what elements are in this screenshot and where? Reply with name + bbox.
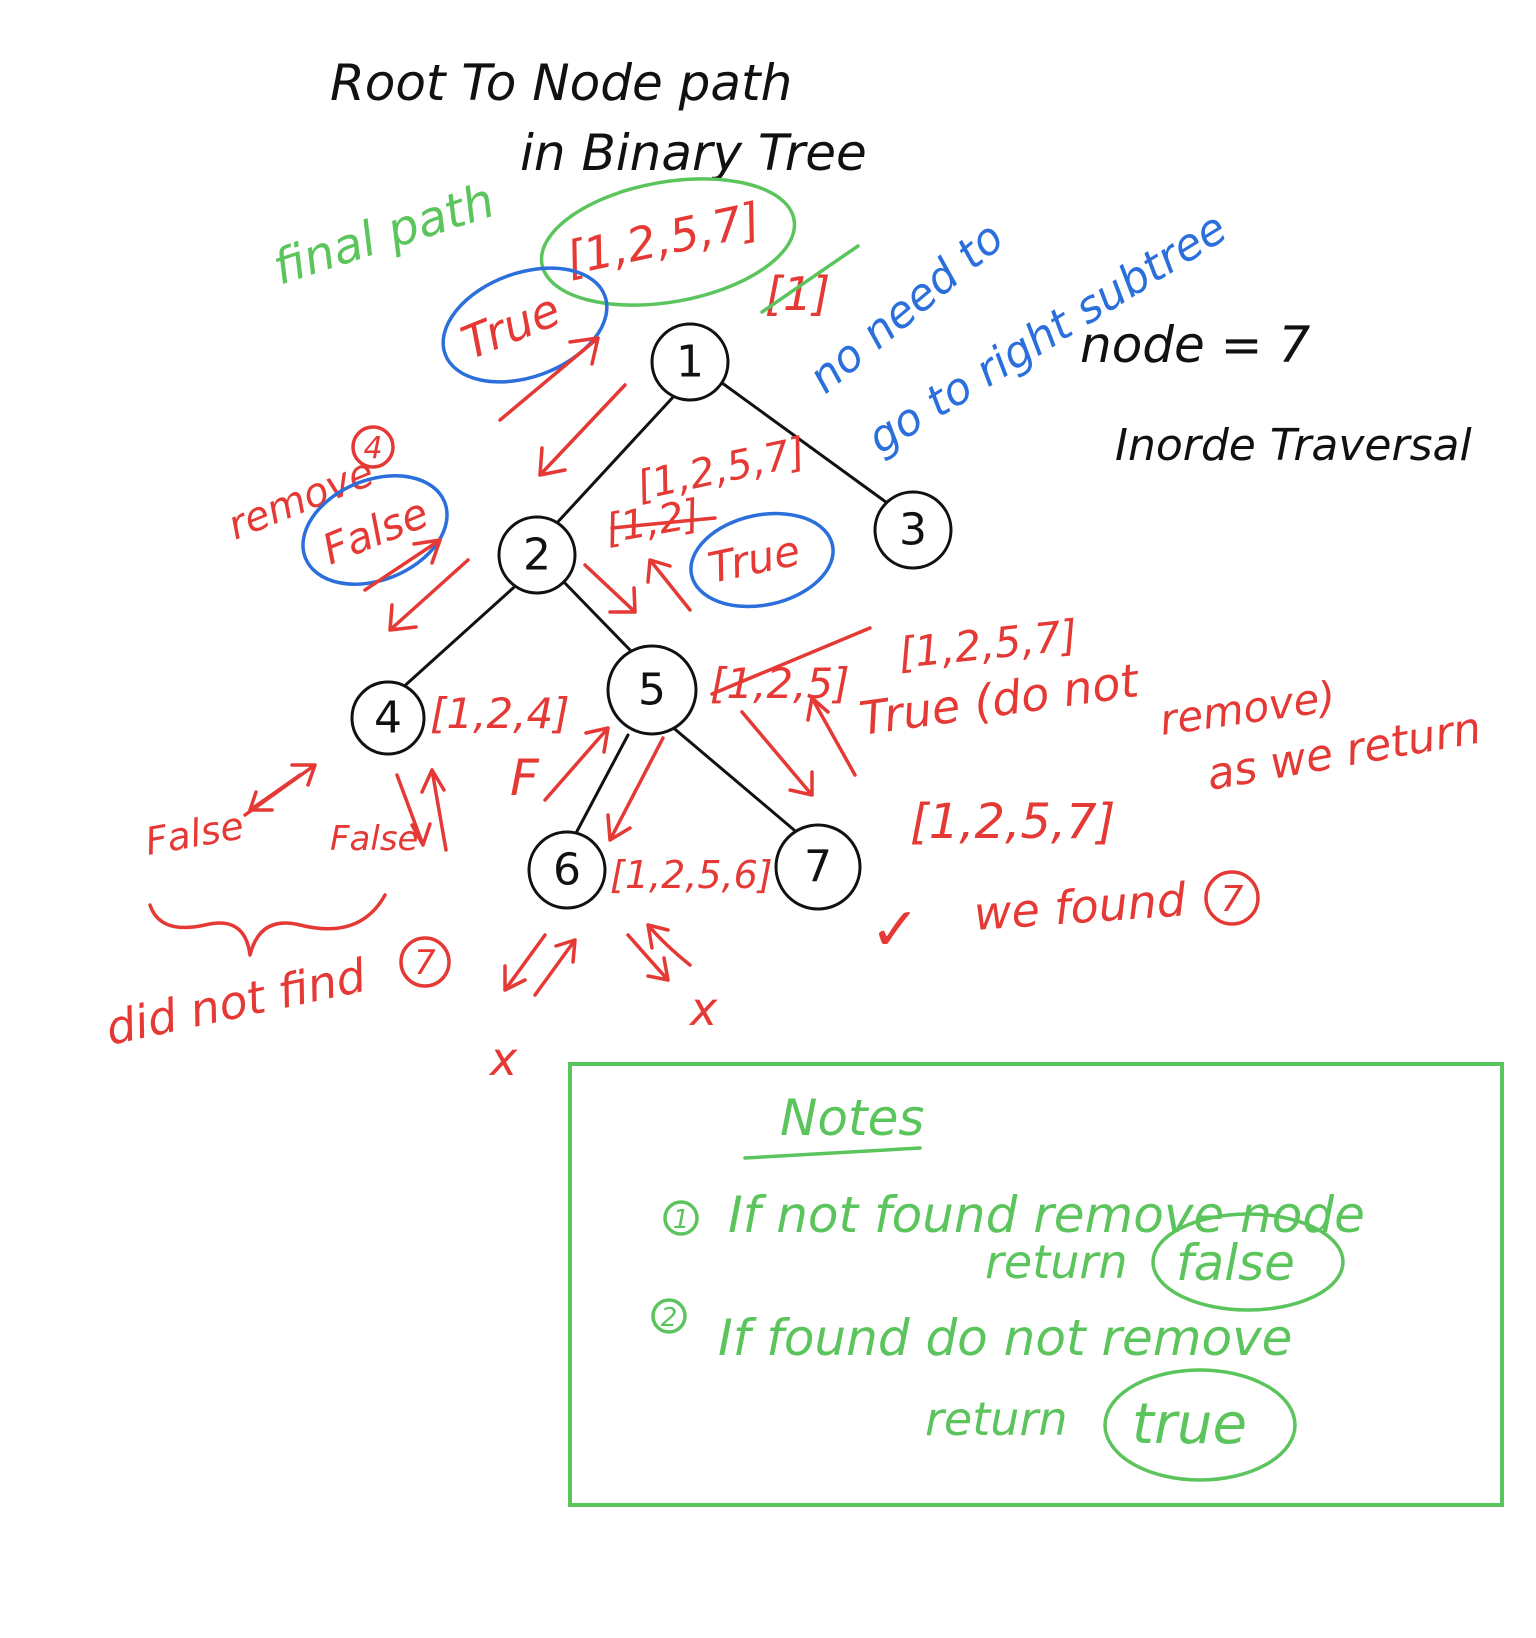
edge-1-3 — [716, 378, 892, 507]
node-label: 3 — [899, 505, 927, 556]
did-not-find-circle — [399, 936, 451, 988]
note-1-false: false — [1176, 1234, 1295, 1292]
note-1-false-circle — [1151, 1212, 1345, 1312]
root-struck-list: [1] — [765, 267, 830, 321]
node2-strike — [610, 516, 717, 530]
remove-4-circle — [351, 425, 395, 469]
did-not-find-text: did not find — [101, 948, 371, 1056]
found-text: we found — [972, 872, 1188, 941]
false-left: False — [142, 803, 247, 864]
arrow-5-to-6 — [606, 736, 665, 842]
note-1-number: 1 — [673, 1205, 690, 1235]
node6-path: [1,2,5,6] — [610, 853, 773, 897]
node-label: 2 — [523, 530, 551, 581]
did-not-find-circled: 7 — [414, 943, 436, 983]
arrow-up-to-2 — [363, 538, 442, 592]
node-circle — [774, 823, 862, 911]
node-label: 4 — [374, 693, 402, 744]
tree-node-1: 1 — [650, 322, 730, 402]
x-mark-left: x — [488, 1032, 518, 1086]
node5-strike — [710, 626, 872, 696]
node-circle — [606, 644, 698, 736]
node4-path: [1,2,4] — [430, 689, 570, 738]
edge-2-4 — [398, 578, 524, 692]
note-1-line-2: return — [985, 1235, 1127, 1289]
notes-border — [568, 1062, 1504, 1507]
note-2-number: 2 — [661, 1303, 678, 1333]
tree-node-2: 2 — [497, 515, 577, 595]
root-true-circle — [441, 266, 609, 384]
node-label: 1 — [676, 337, 704, 388]
x-mark-right: x — [688, 982, 718, 1036]
node7-path: [1,2,5,7] — [910, 794, 1115, 850]
notes-heading: Notes — [780, 1089, 924, 1147]
note-1-number-circle — [663, 1200, 699, 1236]
node-circle — [497, 515, 577, 595]
found-check: ✓ — [870, 895, 920, 965]
edge-1-2 — [553, 393, 677, 527]
node-label: 5 — [638, 665, 666, 716]
node-label: 7 — [804, 842, 832, 893]
node2-true-label: True — [704, 526, 804, 593]
notes-heading-underline — [743, 1146, 922, 1160]
tree-node-6: 6 — [527, 830, 607, 910]
arrow-down-from-root — [538, 383, 627, 477]
node2-true-circle — [689, 511, 835, 609]
node-circle — [527, 830, 607, 910]
tree-node-5: 5 — [606, 644, 698, 736]
note-2-line-1: If found do not remove — [718, 1309, 1292, 1367]
note-2-true: true — [1132, 1392, 1247, 1457]
did-not-find-brace — [148, 893, 387, 957]
title-line-2: in Binary Tree — [520, 124, 867, 182]
f-label: F — [510, 749, 540, 807]
note-2-line-2: return — [925, 1392, 1067, 1446]
node-circle — [873, 490, 953, 570]
node-circle — [350, 680, 426, 756]
edge-5-7 — [668, 723, 802, 837]
traversal-text: Inorde Traversal — [1115, 420, 1472, 471]
arrow-2-to-5 — [583, 563, 637, 614]
node-label: 6 — [553, 845, 581, 896]
note-2-true-circle — [1103, 1368, 1297, 1482]
final-path-label: final path — [266, 173, 501, 297]
arrows-left-pair — [243, 763, 317, 817]
note-2-number-circle — [651, 1298, 687, 1334]
false-right: False — [330, 819, 418, 859]
tree-edges — [398, 378, 892, 837]
root-struck-line — [760, 244, 860, 314]
tree-node-4: 4 — [350, 680, 426, 756]
edge-2-5 — [558, 576, 632, 652]
node-circle — [650, 322, 730, 402]
edge-5-6 — [573, 733, 630, 837]
tree-node-3: 3 — [873, 490, 953, 570]
notes-box: Notes 1 If not found remove node return … — [568, 1062, 1504, 1507]
arrows-6-left — [503, 933, 577, 997]
arrow-5-to-7 — [740, 710, 814, 797]
final-path-circle — [539, 177, 797, 307]
arrow-up-to-root — [498, 336, 600, 422]
node2-false-circle — [301, 474, 449, 586]
title-line-1: Root To Node path — [330, 54, 792, 112]
arrow-6-to-5 — [543, 726, 610, 802]
remove-4-circled: 4 — [363, 431, 382, 466]
found-circle — [1204, 870, 1260, 926]
arrows-6-right — [626, 923, 692, 982]
tree-node-7: 7 — [774, 823, 862, 911]
target-node-text: node = 7 — [1080, 316, 1310, 374]
arrows-4-down — [395, 768, 448, 852]
arrow-7-to-5 — [806, 696, 857, 777]
arrow-down-from-2 — [388, 558, 470, 632]
found-circled: 7 — [1221, 879, 1244, 920]
final-path-value: [1,2,5,7] — [561, 192, 765, 286]
arrow-5-to-2 — [646, 558, 692, 612]
